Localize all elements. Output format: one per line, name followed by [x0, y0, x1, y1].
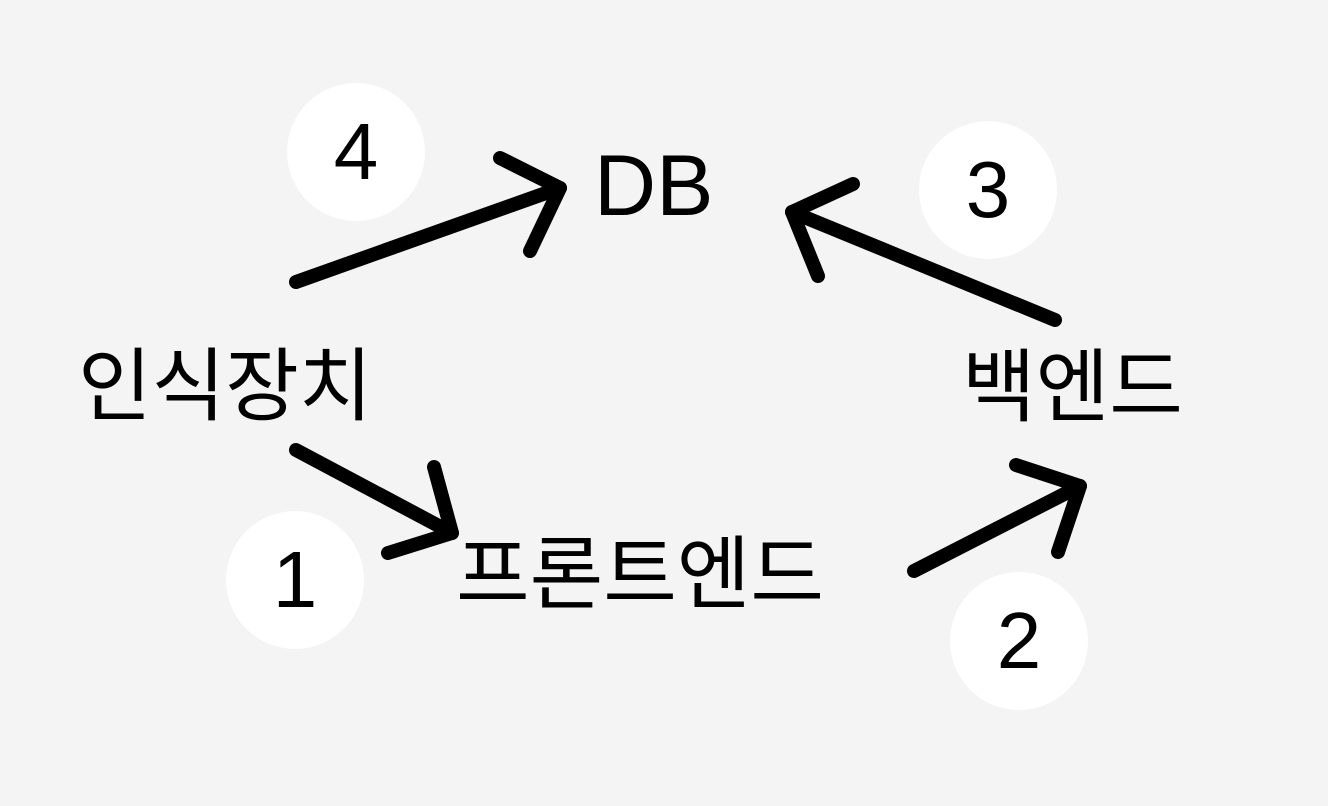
step-badge-1: 1 [226, 511, 364, 649]
step-badge-3: 3 [919, 121, 1057, 259]
step-number-1: 1 [272, 535, 318, 624]
node-recognizer: 인식장치 [78, 340, 373, 433]
arrow-backend-to-db [785, 177, 1062, 327]
arrow-frontend-to-backend [907, 458, 1087, 578]
node-db: DB [594, 138, 714, 234]
node-backend: 백엔드 [962, 341, 1183, 434]
step-badge-2: 2 [950, 572, 1088, 710]
step-badge-4: 4 [287, 83, 425, 221]
arrow-recognizer-to-frontend [289, 443, 459, 560]
step-number-4: 4 [333, 107, 379, 196]
node-frontend: 프론트엔드 [456, 528, 824, 621]
arrow-recognizer-to-db [289, 151, 567, 289]
step-number-3: 3 [965, 145, 1011, 234]
step-number-2: 2 [996, 596, 1042, 685]
